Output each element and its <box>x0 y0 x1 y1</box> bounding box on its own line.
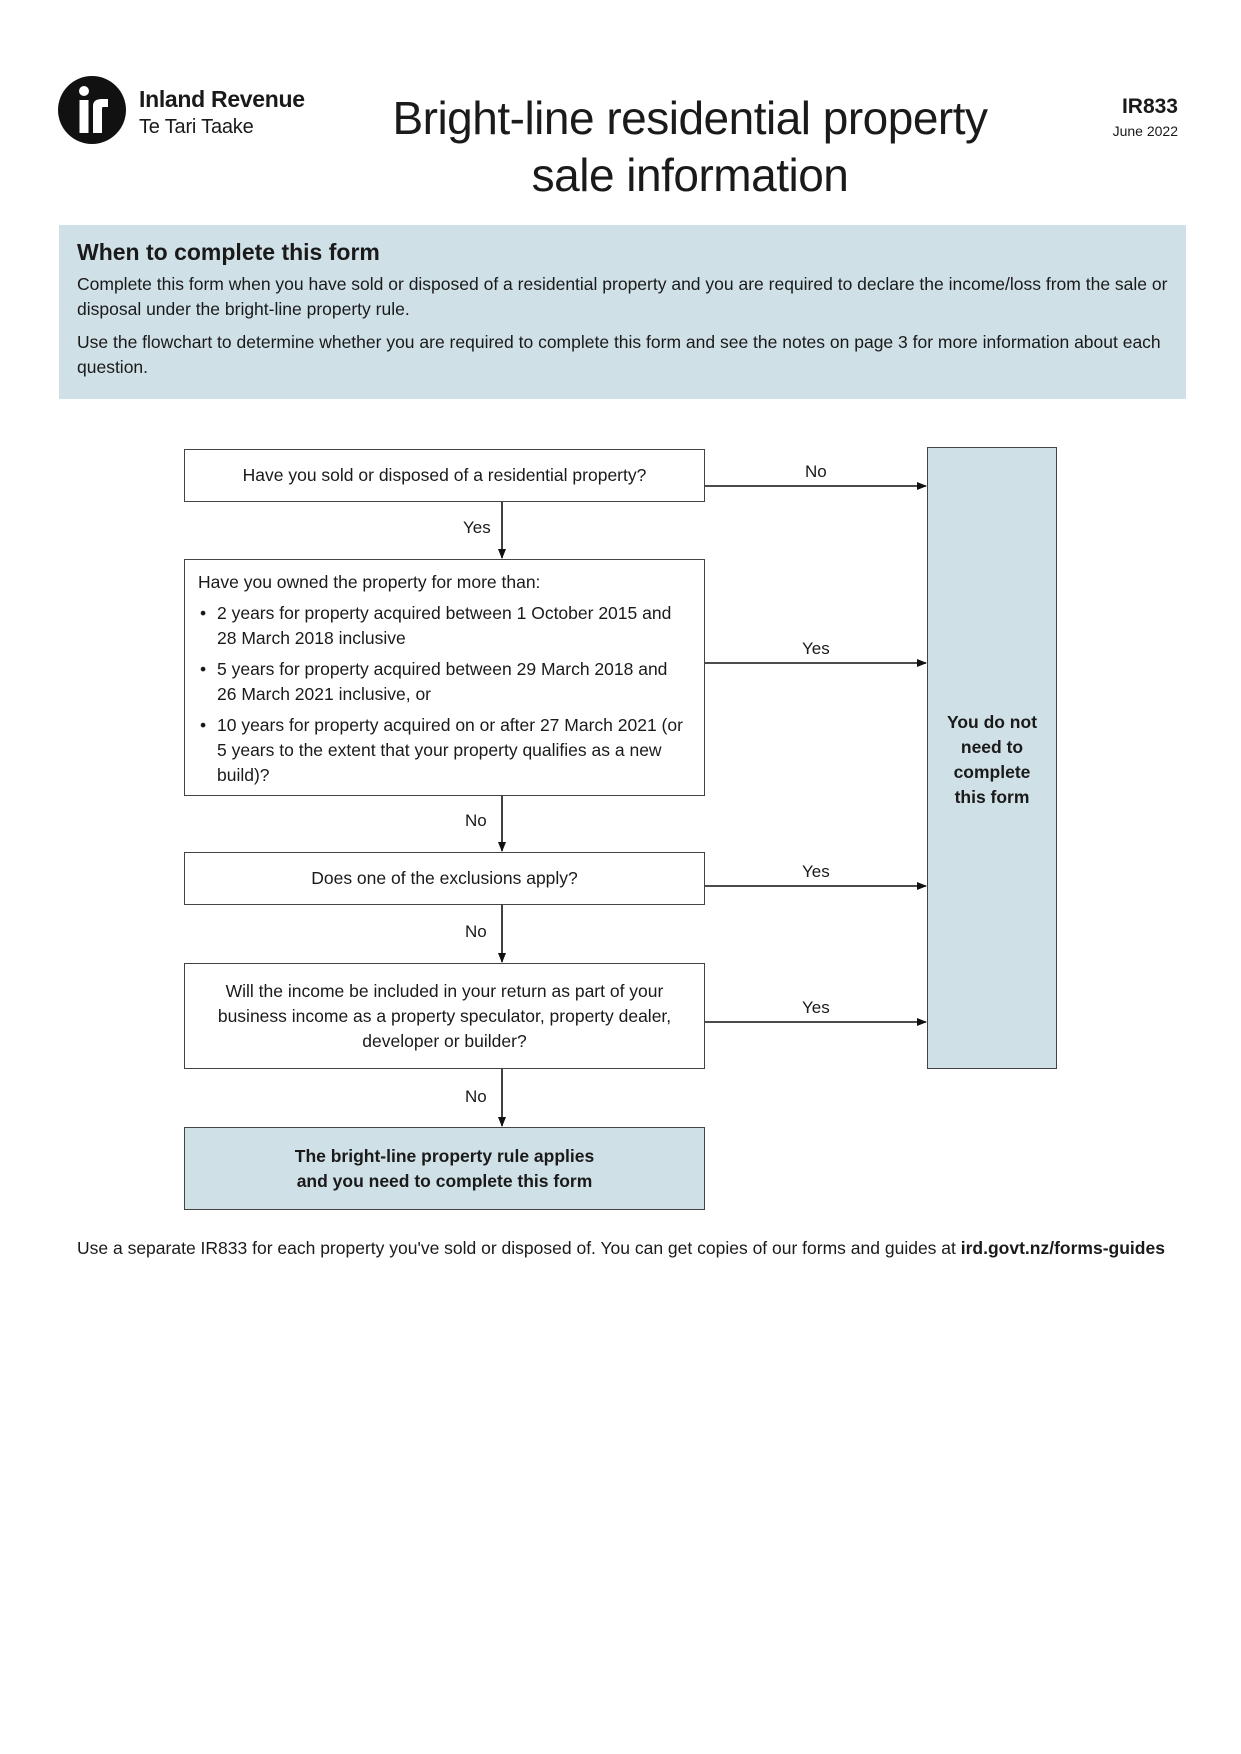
side-line-3: complete <box>953 762 1031 782</box>
page-title: Bright-line residential property sale in… <box>370 90 1010 204</box>
result-no-form-needed: You do not need to complete this form <box>927 447 1057 1069</box>
list-item: 2 years for property acquired between 1 … <box>200 601 690 651</box>
question-exclusions-text: Does one of the exclusions apply? <box>311 868 578 888</box>
form-date: June 2022 <box>1112 123 1178 139</box>
result-line-2: and you need to complete this form <box>296 1170 593 1191</box>
question-sold-property: Have you sold or disposed of a residenti… <box>184 449 705 502</box>
question-business-income-text: Will the income be included in your retu… <box>217 980 672 1051</box>
label-q4-yes: Yes <box>802 998 830 1017</box>
list-item: 5 years for property acquired between 29… <box>200 657 690 707</box>
question-sold-property-text: Have you sold or disposed of a residenti… <box>242 465 647 485</box>
footer-text: Use a separate IR833 for each property y… <box>77 1238 961 1258</box>
info-paragraph-1: Complete this form when you have sold or… <box>77 274 1168 319</box>
label-q2-no: No <box>465 811 487 830</box>
side-line-4: this form <box>954 787 1030 807</box>
label-q1-no: No <box>805 462 827 481</box>
form-code: IR833 <box>1121 95 1178 118</box>
question-business-income: Will the income be included in your retu… <box>184 963 705 1069</box>
label-q3-no: No <box>465 922 487 941</box>
forms-guides-link[interactable]: ird.govt.nz/forms-guides <box>960 1238 1165 1258</box>
label-q1-yes: Yes <box>463 518 491 537</box>
info-paragraph-2: Use the flowchart to determine whether y… <box>77 332 1161 377</box>
org-name-maori: Te Tari Taake <box>139 116 254 138</box>
label-q3-yes: Yes <box>802 862 830 881</box>
question-exclusions: Does one of the exclusions apply? <box>184 852 705 905</box>
question-ownership-period: Have you owned the property for more tha… <box>184 559 705 796</box>
title-line-1: Bright-line residential property <box>392 92 988 144</box>
side-line-1: You do not <box>946 712 1038 732</box>
when-to-complete-panel: When to complete this form Complete this… <box>59 225 1186 399</box>
label-q2-yes: Yes <box>802 639 830 658</box>
result-line-1: The bright-line property rule applies <box>294 1145 595 1166</box>
org-name: Inland Revenue <box>139 86 305 112</box>
footer-note: Use a separate IR833 for each property y… <box>77 1238 1165 1259</box>
list-item: 10 years for property acquired on or aft… <box>200 713 690 788</box>
ownership-period-list: 2 years for property acquired between 1 … <box>198 601 690 788</box>
label-q4-no: No <box>465 1087 487 1106</box>
title-line-2: sale information <box>531 149 849 201</box>
info-heading: When to complete this form <box>77 239 380 265</box>
side-line-2: need to <box>960 737 1024 757</box>
inland-revenue-logo <box>58 76 126 144</box>
result-complete-form: The bright-line property rule applies an… <box>184 1127 705 1210</box>
question-ownership-lead: Have you owned the property for more tha… <box>198 572 541 592</box>
